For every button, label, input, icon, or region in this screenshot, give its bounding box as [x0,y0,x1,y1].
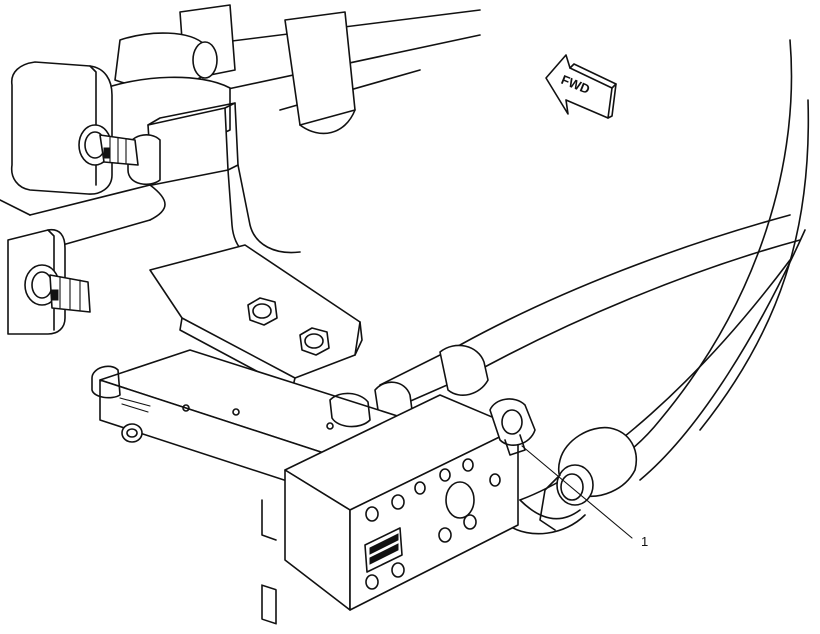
lower-solenoid-housing [7,228,91,335]
upper-electrical-connector [78,124,139,166]
callout-1: 1 [521,445,648,549]
valve-ports [365,458,501,590]
mounting-bracket [149,164,363,391]
main-hose-right [519,39,810,501]
valve-nameplate [364,527,403,573]
lower-hose-coupling [539,426,637,531]
callout-1-label: 1 [641,534,648,549]
valve-fitting-right [489,398,536,456]
bracket-bolt-upper [247,297,278,326]
bracket-bolt-lower [299,327,330,356]
forward-direction-arrow: FWD [545,54,617,119]
hydraulic-valve-block [91,349,536,625]
